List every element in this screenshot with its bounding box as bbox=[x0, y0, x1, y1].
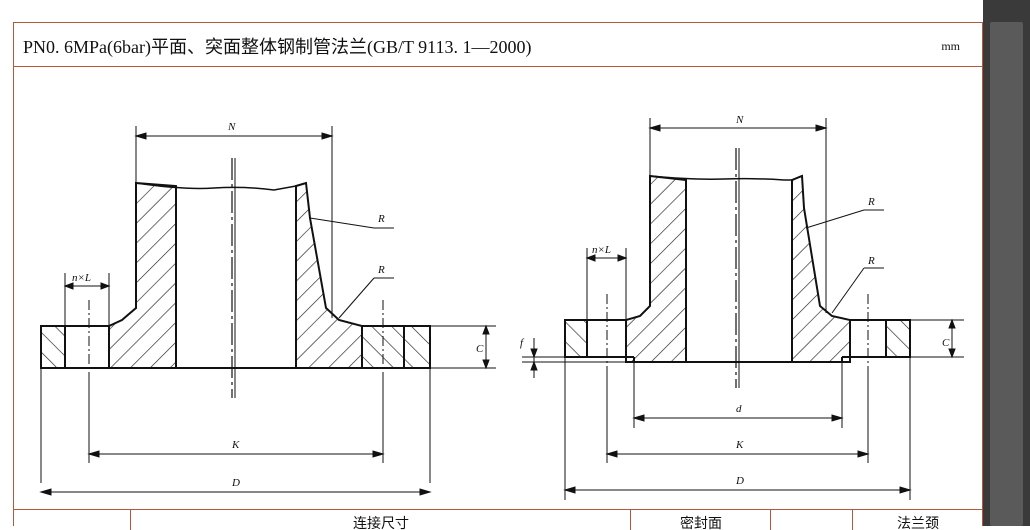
right-label-R-bottom: R bbox=[867, 255, 875, 267]
right-label-D: D bbox=[735, 475, 744, 487]
title-bar: PN0. 6MPa(6bar)平面、突面整体钢制管法兰(GB/T 9113. 1… bbox=[14, 23, 982, 67]
left-label-K: K bbox=[231, 439, 240, 451]
left-hub-section-left bbox=[108, 181, 177, 369]
left-label-R-top: R bbox=[377, 213, 385, 225]
table-header-sealing-face: 密封面 bbox=[630, 510, 771, 530]
right-flange-view bbox=[522, 118, 964, 500]
left-label-R-bottom: R bbox=[377, 264, 385, 276]
right-label-f: f bbox=[520, 337, 525, 349]
right-dimension-labels: N R R n×L f C d K D bbox=[520, 114, 950, 487]
left-hub-section-right bbox=[295, 181, 363, 369]
right-flange-ring-left bbox=[564, 319, 588, 358]
left-label-D: D bbox=[231, 477, 240, 489]
table-header-row: 连接尺寸 密封面 法兰颈 bbox=[14, 509, 982, 530]
right-label-nL: n×L bbox=[592, 244, 611, 256]
right-hub-section-left bbox=[625, 174, 687, 363]
unit-label: mm bbox=[941, 39, 960, 53]
right-label-K: K bbox=[735, 439, 744, 451]
table-header-connection: 连接尺寸 bbox=[130, 510, 631, 530]
right-label-d: d bbox=[736, 403, 742, 415]
left-label-nL: n×L bbox=[72, 272, 91, 284]
table-header-empty bbox=[14, 510, 130, 530]
right-hub-section-right bbox=[791, 174, 851, 363]
document-sheet: PN0. 6MPa(6bar)平面、突面整体钢制管法兰(GB/T 9113. 1… bbox=[13, 22, 983, 530]
right-label-R-top: R bbox=[867, 196, 875, 208]
vertical-scrollbar[interactable] bbox=[983, 0, 1030, 526]
table-header-flange-neck: 法兰颈 bbox=[852, 510, 983, 530]
right-flange-ring-right bbox=[885, 319, 911, 358]
right-label-C: C bbox=[942, 337, 950, 349]
table-header-blank bbox=[770, 510, 853, 530]
left-dimension-labels: N R R n×L C K D bbox=[72, 121, 484, 489]
left-label-N: N bbox=[227, 121, 236, 133]
left-flange-ring-right bbox=[403, 325, 431, 369]
flange-drawing: N R R n×L C K D bbox=[39, 114, 964, 500]
page-title: PN0. 6MPa(6bar)平面、突面整体钢制管法兰(GB/T 9113. 1… bbox=[23, 37, 532, 57]
right-label-N: N bbox=[735, 114, 744, 126]
left-flange-ring-left bbox=[40, 325, 66, 369]
left-flange-view bbox=[39, 126, 496, 496]
left-label-C: C bbox=[476, 343, 484, 355]
scrollbar-thumb[interactable] bbox=[990, 22, 1023, 526]
